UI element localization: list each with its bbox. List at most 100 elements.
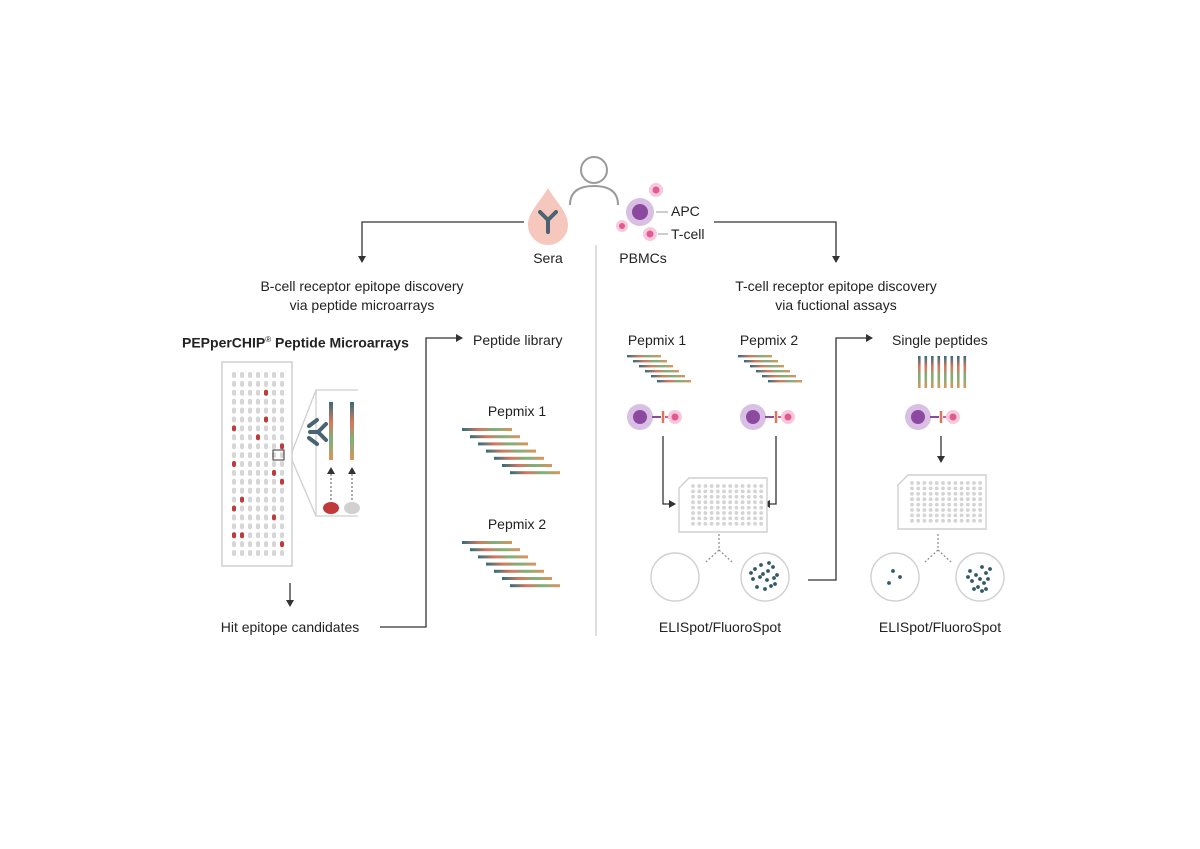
- peptide-bar: [462, 428, 512, 431]
- array-spot: [248, 416, 252, 423]
- array-spot: [264, 541, 268, 548]
- plate-well: [722, 511, 726, 515]
- plate-well: [953, 513, 958, 518]
- hit-spot: [232, 505, 236, 512]
- person-icon: [569, 156, 619, 206]
- spot: [765, 578, 769, 582]
- plate-well: [759, 521, 764, 526]
- plate-well: [959, 486, 964, 491]
- spot: [898, 575, 902, 579]
- plate-well: [947, 518, 952, 523]
- array-spot: [240, 389, 244, 396]
- single-peptide-bar: [957, 356, 960, 388]
- array-spot: [272, 443, 276, 450]
- plate-well: [734, 505, 739, 510]
- array-spot: [248, 434, 252, 441]
- array-spot: [248, 523, 252, 530]
- plate-well: [753, 521, 757, 526]
- plate-well: [734, 521, 739, 526]
- spot: [980, 565, 984, 569]
- spot: [976, 585, 980, 589]
- plate-well: [922, 497, 927, 502]
- peptide-bar: [510, 584, 560, 588]
- array-spot: [248, 372, 252, 378]
- microarray-title: PEPperCHIP® Peptide Microarrays: [182, 334, 409, 351]
- plate-well: [709, 489, 714, 494]
- plate-well: [959, 497, 964, 502]
- right-pepmix-1-peptides: [627, 355, 691, 383]
- plate-well: [715, 521, 720, 526]
- array-spot: [248, 380, 252, 387]
- array-spot: [280, 461, 284, 467]
- plate-well: [934, 491, 939, 496]
- array-spot: [272, 478, 276, 485]
- peptide-bar: [645, 370, 679, 373]
- plate-well: [722, 494, 726, 499]
- array-spot: [232, 478, 236, 485]
- plate-well: [759, 484, 764, 488]
- elispot-wells: [650, 552, 1005, 602]
- single-peptide-bar: [937, 356, 941, 388]
- plate-well: [722, 484, 726, 488]
- plate-well: [740, 516, 745, 521]
- plate-well: [910, 508, 914, 512]
- array-spot: [240, 380, 244, 387]
- arrow-pepmix1-to-plate: [662, 436, 676, 508]
- array-spot: [280, 425, 284, 432]
- spot: [775, 573, 779, 577]
- array-spot: [232, 550, 236, 556]
- hit-candidates-label: Hit epitope candidates: [220, 619, 360, 635]
- pbmcs-label: PBMCs: [619, 250, 667, 266]
- array-spot: [256, 407, 260, 414]
- plate-well: [703, 489, 708, 494]
- plate-well: [722, 500, 726, 505]
- array-spot: [240, 514, 244, 521]
- spot: [751, 577, 755, 581]
- plate-well: [753, 489, 757, 494]
- zoom-lines: [291, 389, 358, 517]
- plate-well: [965, 481, 970, 485]
- well-plate-icon: [897, 474, 987, 530]
- array-spot: [280, 372, 284, 378]
- spot: [759, 563, 763, 567]
- plate-well: [959, 508, 964, 512]
- spot: [970, 579, 974, 583]
- array-spot: [280, 505, 284, 512]
- array-spot: [232, 443, 236, 450]
- plate-well: [740, 511, 745, 515]
- plate-well: [691, 516, 695, 521]
- plate-well: [941, 486, 945, 491]
- plate-well: [740, 484, 745, 488]
- plate-well: [972, 508, 976, 512]
- pepmix-2-peptides: [462, 541, 560, 588]
- plate-well: [715, 516, 720, 521]
- array-spot: [232, 514, 236, 521]
- array-spot: [248, 389, 252, 396]
- array-spot: [280, 416, 284, 423]
- plate-well: [928, 508, 933, 512]
- array-spot: [256, 505, 260, 512]
- plate-well: [728, 511, 733, 515]
- split-arrows-2: [924, 534, 952, 563]
- split-arrows-1: [705, 534, 733, 563]
- plate-well: [947, 513, 952, 518]
- plate-well: [709, 521, 714, 526]
- array-spot: [264, 434, 268, 441]
- array-spot: [272, 434, 276, 441]
- array-spot: [272, 461, 276, 467]
- plate-well: [972, 497, 976, 502]
- spot: [968, 569, 972, 573]
- array-spot: [272, 550, 276, 556]
- single-peptides-label: Single peptides: [892, 332, 988, 348]
- plate-well: [934, 518, 939, 523]
- plate-well: [916, 513, 921, 518]
- t-cell-icon: [616, 183, 663, 241]
- plate-well: [978, 502, 983, 507]
- plate-well: [703, 521, 708, 526]
- plate-well: [697, 511, 702, 515]
- apc-tcell-pairs: [627, 404, 960, 430]
- hit-spot: [272, 514, 276, 521]
- spot: [753, 567, 757, 571]
- array-spot: [232, 372, 236, 378]
